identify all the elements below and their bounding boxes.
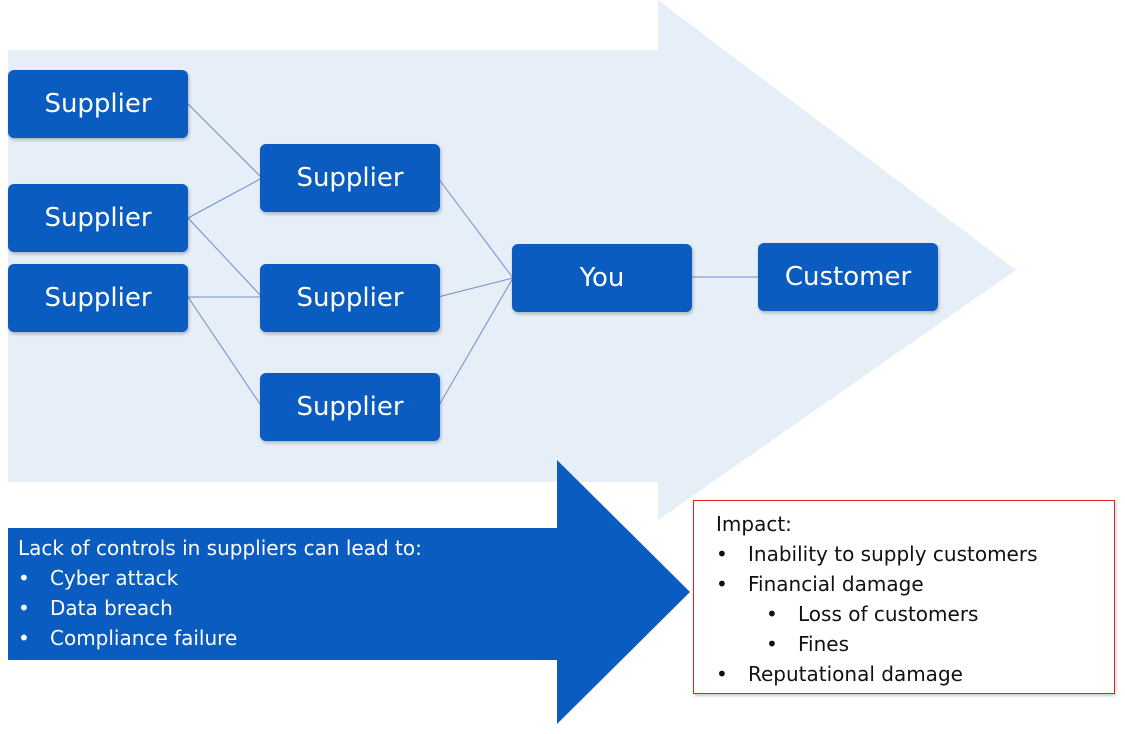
node-label: Supplier bbox=[296, 163, 404, 193]
node-label: Customer bbox=[784, 262, 912, 292]
node-label: Supplier bbox=[44, 283, 152, 313]
node-label: Supplier bbox=[44, 203, 152, 233]
impact-subitem: Fines bbox=[766, 629, 1114, 659]
impact-list: Inability to supply customers Financial … bbox=[716, 539, 1114, 599]
edge-t1-1-to-you bbox=[437, 177, 514, 279]
impact-list-continued: Reputational damage bbox=[716, 659, 1114, 689]
edge-t2-3-to-t1-3 bbox=[187, 296, 263, 408]
financial-damage-sublist: Loss of customers Fines bbox=[716, 599, 1114, 659]
supplier-tier2-2: Supplier bbox=[8, 184, 188, 252]
risk-item: Cyber attack bbox=[18, 563, 422, 593]
impact-heading: Impact: bbox=[716, 512, 792, 536]
impact-item: Reputational damage bbox=[716, 659, 1114, 689]
node-label: Supplier bbox=[296, 392, 404, 422]
customer-node: Customer bbox=[758, 243, 938, 311]
impact-box: Impact: Inability to supply customers Fi… bbox=[693, 500, 1115, 694]
supplier-tier2-1: Supplier bbox=[8, 70, 188, 138]
edge-t1-2-to-you bbox=[437, 277, 514, 298]
supplier-tier1-3: Supplier bbox=[260, 373, 440, 441]
you-node: You bbox=[512, 244, 692, 312]
supplier-tier1-1: Supplier bbox=[260, 144, 440, 212]
risk-list: Cyber attack Data breach Compliance fail… bbox=[18, 563, 422, 653]
risk-heading: Lack of controls in suppliers can lead t… bbox=[18, 536, 422, 560]
node-label: Supplier bbox=[44, 89, 152, 119]
node-label: Supplier bbox=[296, 283, 404, 313]
risk-item: Data breach bbox=[18, 593, 422, 623]
impact-subitem: Loss of customers bbox=[766, 599, 1114, 629]
supplier-tier2-3: Supplier bbox=[8, 264, 188, 332]
edge-t1-3-to-you bbox=[437, 277, 514, 408]
impact-item: Financial damage bbox=[716, 569, 1114, 599]
node-label: You bbox=[579, 263, 625, 293]
edge-t2-2-to-t1-1 bbox=[187, 177, 263, 219]
edge-t2-1-to-t1-1 bbox=[187, 103, 263, 179]
connector-lines bbox=[187, 103, 760, 408]
edge-t2-2-to-t1-2 bbox=[187, 217, 263, 298]
risk-text: Lack of controls in suppliers can lead t… bbox=[18, 533, 422, 653]
risk-item: Compliance failure bbox=[18, 623, 422, 653]
impact-item: Inability to supply customers bbox=[716, 539, 1114, 569]
supplier-tier1-2: Supplier bbox=[260, 264, 440, 332]
